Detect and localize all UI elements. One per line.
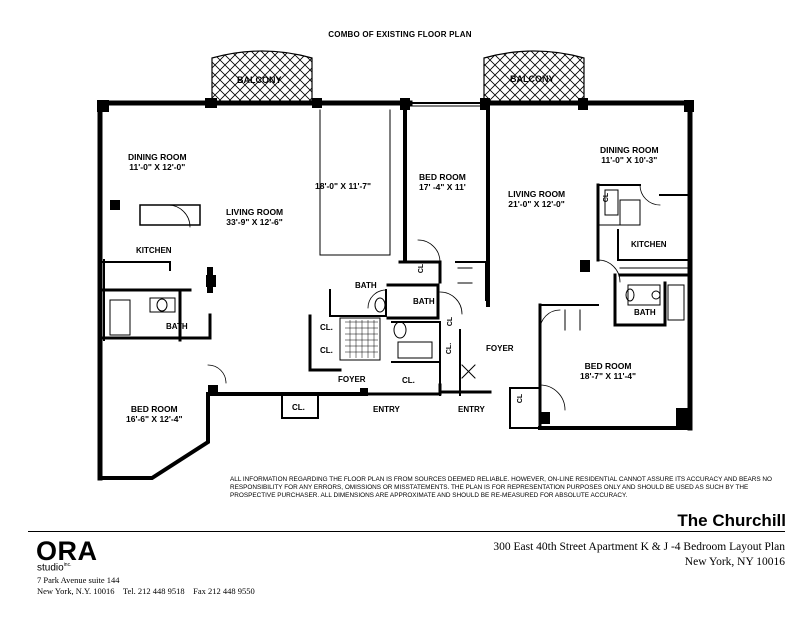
room-living-right: LIVING ROOM 21'-0" X 12'-0" (508, 189, 565, 209)
alcove-dims: 18'-0" X 11'-7" (315, 181, 372, 191)
plan-location: New York, NY 10016 (684, 556, 785, 568)
contact-fax: Fax 212 448 9550 (193, 586, 255, 596)
contact-line: New York, N.Y. 10016 Tel. 212 448 9518 F… (37, 586, 255, 596)
closet-label: CL (517, 393, 525, 404)
plan-description: 300 East 40th Street Apartment K & J -4 … (493, 541, 785, 553)
foyer-right: FOYER (486, 344, 514, 353)
company-logo-sub: studioinc. (37, 562, 71, 573)
room-dining-left: DINING ROOM 11'-0" X 12'-0" (128, 152, 187, 172)
room-kitchen-right: KITCHEN (631, 240, 667, 249)
foyer-left: FOYER (338, 375, 366, 384)
room-dims: 17' -4" X 11' (419, 182, 466, 192)
room-bath-left: BATH (166, 322, 188, 331)
room-name: BED ROOM (584, 361, 632, 371)
closet-label: CL (447, 316, 455, 327)
room-bath-middle: BATH (413, 297, 435, 306)
room-dims: 21'-0" X 12'-0" (508, 199, 565, 209)
balcony-right (483, 50, 585, 103)
room-dims: 18'-7" X 11'-4" (580, 371, 637, 381)
room-bedroom-middle: BED ROOM 17' -4" X 11' (419, 172, 466, 192)
room-name: LIVING ROOM (508, 189, 566, 199)
logo-sub-text: studio (37, 562, 64, 574)
closet-label: CL. (418, 261, 426, 274)
room-living-left: LIVING ROOM 33'-9" X 12'-6" (226, 207, 283, 227)
room-dining-right: DINING ROOM 11'-0" X 10'-3" (600, 145, 659, 165)
contact-city: New York, N.Y. 10016 (37, 586, 115, 596)
closet-label: CL. (320, 323, 333, 332)
room-bedroom-right: BED ROOM 18'-7" X 11'-4" (580, 361, 636, 381)
entry-left: ENTRY (373, 405, 400, 414)
balcony-left-label: BALCONY (237, 75, 282, 85)
room-dims: 16'-6" X 12'-4" (126, 414, 183, 424)
room-name: BED ROOM (130, 404, 178, 414)
building-name: The Churchill (677, 511, 786, 530)
closet-label: CL. (402, 376, 415, 385)
logo-sup-text: inc. (63, 562, 72, 568)
room-name: BED ROOM (419, 172, 466, 182)
disclaimer-text: ALL INFORMATION REGARDING THE FLOOR PLAN… (230, 476, 773, 499)
room-name: LIVING ROOM (226, 207, 284, 217)
entry-right: ENTRY (458, 405, 485, 414)
plan-title: COMBO OF EXISTING FLOOR PLAN (328, 30, 472, 39)
room-name: DINING ROOM (600, 145, 659, 155)
room-bedroom-left: BED ROOM 16'-6" X 12'-4" (126, 404, 183, 424)
balcony-right-label: BALCONY (510, 74, 555, 84)
room-name: DINING ROOM (128, 152, 187, 162)
balcony-left (211, 50, 313, 103)
closet-label: CL. (446, 342, 454, 355)
room-dims: 11'-0" X 12'-0" (129, 162, 186, 172)
room-dims: 33'-9" X 12'-6" (226, 217, 283, 227)
contact-tel: Tel. 212 448 9518 (122, 586, 185, 596)
room-bath-right: BATH (634, 308, 656, 317)
room-dims: 11'-0" X 10'-3" (601, 155, 658, 165)
room-bath-center: BATH (355, 281, 377, 290)
closet-label: CL. (320, 346, 333, 355)
closet-label: CL (603, 192, 611, 203)
title-divider (28, 531, 785, 532)
room-kitchen-left: KITCHEN (136, 246, 172, 255)
contact-address: 7 Park Avenue suite 144 (37, 575, 120, 585)
closet-label: CL. (292, 403, 305, 412)
company-logo: ORA (36, 536, 98, 566)
